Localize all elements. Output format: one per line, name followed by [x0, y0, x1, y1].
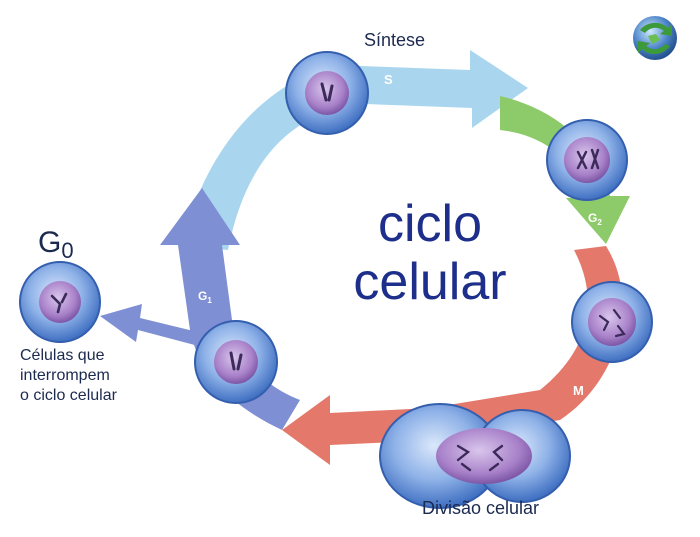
- cell-mitosis: [571, 281, 653, 363]
- title-line-1: ciclo: [377, 195, 483, 253]
- g0-desc-line-1: Células que: [20, 347, 105, 364]
- m-phase-arrow: [282, 246, 623, 465]
- g2-phase-arrow: [500, 96, 630, 244]
- cell-g1: [194, 320, 278, 404]
- g0-desc-line-2: interrompem: [20, 367, 110, 384]
- cell-synthesis: [285, 51, 369, 135]
- globe-recycle-icon: [633, 16, 677, 60]
- divisao-label: Divisão celular: [422, 498, 540, 518]
- g0-label: G0: [38, 226, 74, 264]
- g0-desc-line-3: o ciclo celular: [20, 387, 117, 404]
- phase-label-g1: G1: [198, 289, 212, 305]
- g0-label-main: G: [38, 226, 62, 259]
- cycle-title: ciclo celular: [300, 195, 560, 311]
- cell-dividing: [379, 403, 571, 509]
- g0-label-sub: 0: [61, 238, 74, 263]
- cell-g0: [19, 261, 101, 343]
- g0-description: Células que interrompem o ciclo celular: [20, 346, 117, 406]
- title-line-2: celular: [353, 253, 507, 311]
- phase-label-g2: G2: [588, 211, 602, 227]
- g1-phase-arrow: [160, 188, 300, 430]
- g0-exit-arrow: [100, 304, 210, 348]
- cell-g2: [546, 119, 628, 201]
- phase-label-m: M: [573, 383, 584, 398]
- s-phase-arrow: [182, 50, 528, 250]
- sintese-label: Síntese: [364, 30, 426, 50]
- phase-label-s: S: [384, 72, 393, 87]
